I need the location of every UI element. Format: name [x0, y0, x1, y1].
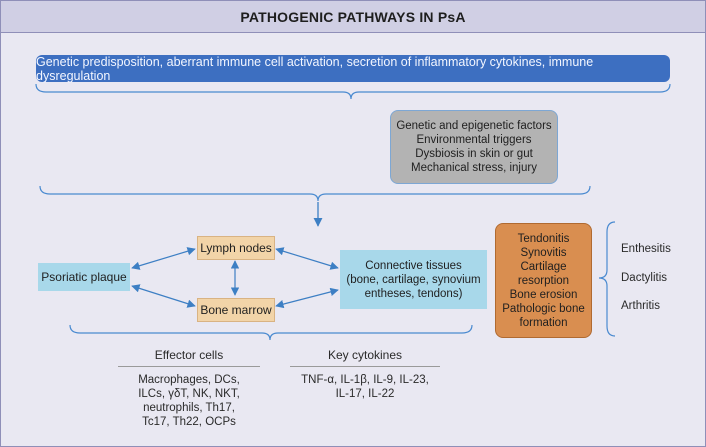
connective-line: entheses, tendons) [364, 287, 463, 300]
effector-line: neutrophils, Th17, [143, 402, 235, 414]
cytokines-divider [290, 366, 440, 367]
clinical-dactylitis: Dactylitis [621, 272, 668, 284]
effector-cells-list: Macrophages, DCs, ILCs, γδT, NK, NKT, ne… [118, 373, 260, 429]
lymph-nodes-label: Lymph nodes [200, 241, 272, 255]
outcome-line: resorption [517, 274, 570, 287]
psoriatic-plaque-label: Psoriatic plaque [41, 270, 127, 284]
brace-below-network [69, 324, 473, 341]
key-cytokines-list: TNF-α, IL-1β, IL-9, IL-23, IL-17, IL-22 [290, 373, 440, 401]
connective-tissues-box: Connective tissues (bone, cartilage, syn… [340, 250, 487, 309]
connective-line: (bone, cartilage, synovium [346, 273, 481, 286]
lymph-nodes-box: Lymph nodes [197, 236, 275, 260]
effector-cells-title: Effector cells [154, 348, 224, 362]
figure-title: PATHOGENIC PATHWAYS IN PsA [1, 1, 705, 33]
outcome-line: Pathologic bone [502, 302, 585, 315]
risk-factors-box: Genetic and epigenetic factors Environme… [390, 110, 558, 184]
factor-line: Environmental triggers [416, 134, 532, 146]
outcome-line: formation [519, 316, 568, 329]
arrow-plaque-marrow [131, 284, 196, 308]
bone-marrow-label: Bone marrow [200, 303, 272, 317]
psoriatic-plaque-box: Psoriatic plaque [38, 263, 130, 291]
connective-line: Connective tissues [365, 259, 462, 272]
mechanisms-banner-text: Genetic predisposition, aberrant immune … [36, 54, 594, 83]
effector-divider [118, 366, 260, 367]
arrow-lymph-connective [275, 247, 339, 270]
brace-under-banner [35, 83, 671, 100]
clinical-enthesitis: Enthesitis [621, 243, 671, 255]
outcome-line: Synovitis [520, 246, 567, 259]
factor-line: Genetic and epigenetic factors [396, 120, 552, 132]
factor-line: Dysbiosis in skin or gut [415, 148, 533, 160]
effector-line: Tc17, Th22, OCPs [142, 416, 236, 428]
outcome-line: Bone erosion [509, 288, 578, 301]
arrow-plaque-lymph [131, 247, 196, 270]
cytokine-line: IL-17, IL-22 [335, 388, 395, 400]
outcome-line: Cartilage [520, 260, 567, 273]
brace-clinical [598, 221, 616, 337]
cytokine-line: TNF-α, IL-1β, IL-9, IL-23, [301, 374, 429, 386]
bone-marrow-box: Bone marrow [197, 298, 275, 322]
key-cytokines-title: Key cytokines [327, 348, 403, 362]
mechanisms-banner: Genetic predisposition, aberrant immune … [36, 54, 670, 83]
clinical-arthritis: Arthritis [621, 300, 660, 312]
outcome-line: Tendonitis [517, 232, 570, 245]
brace-above-network [39, 185, 591, 202]
effector-line: Macrophages, DCs, [138, 374, 240, 386]
effector-line: ILCs, γδT, NK, NKT, [138, 388, 240, 400]
factor-line: Mechanical stress, injury [411, 162, 537, 174]
figure-title-text: PATHOGENIC PATHWAYS IN PsA [240, 8, 466, 25]
tissue-outcomes-box: Tendonitis Synovitis Cartilage resorptio… [495, 223, 592, 338]
arrow-marrow-connective [275, 287, 339, 309]
